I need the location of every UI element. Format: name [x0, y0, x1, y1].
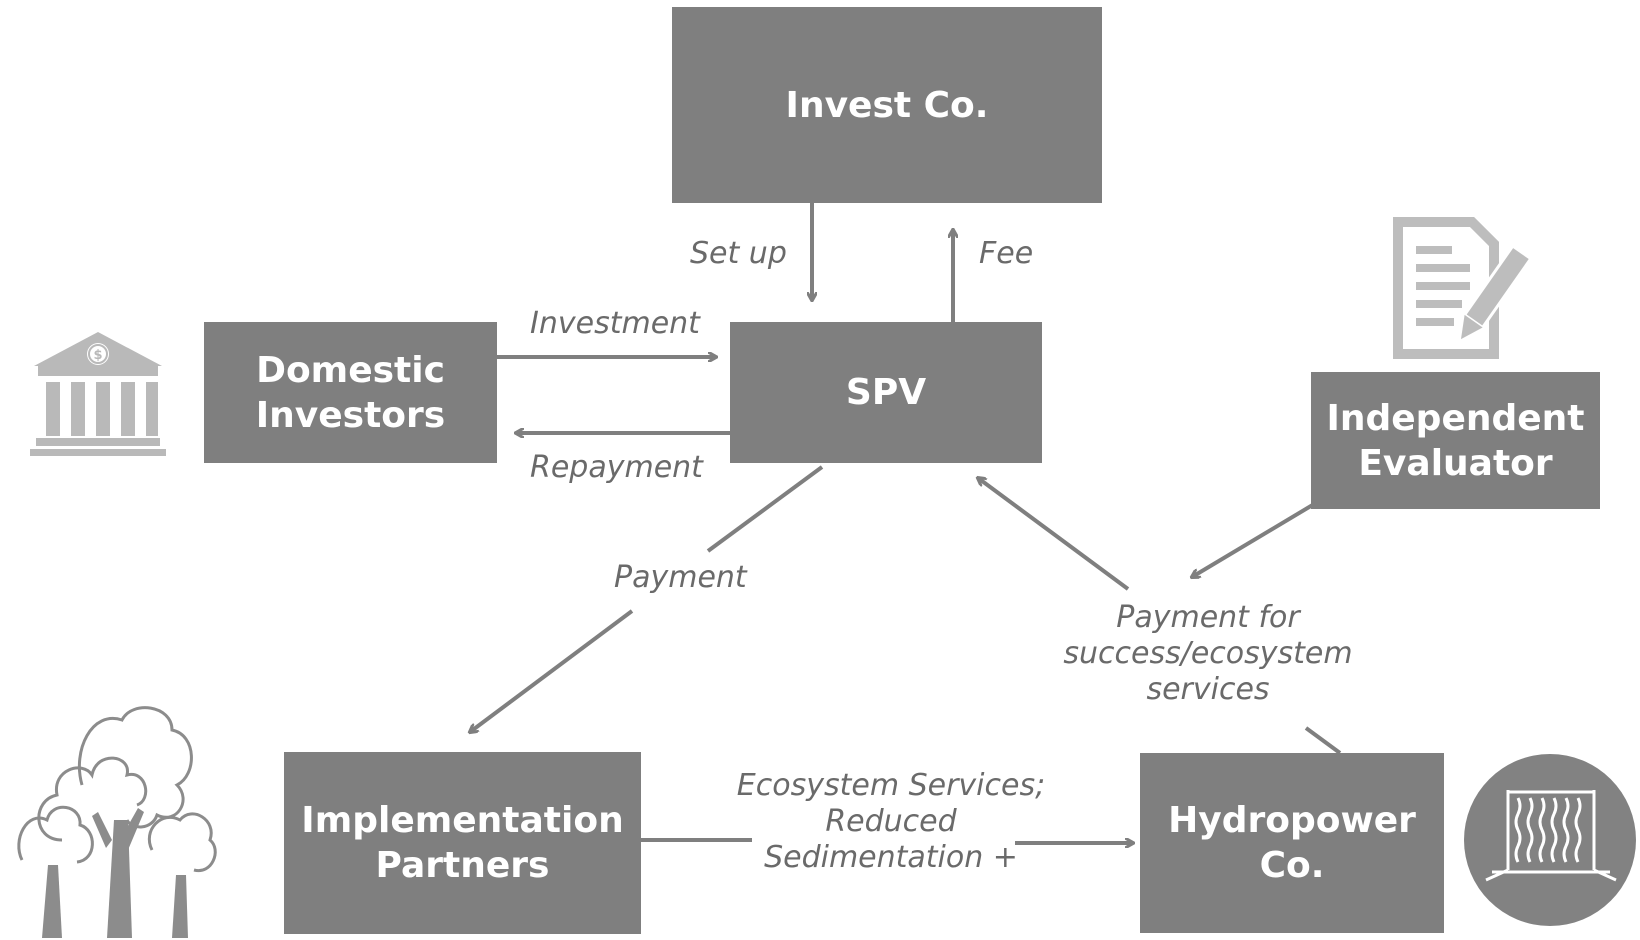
payment-for-success-line1: Payment for: [1116, 600, 1300, 635]
invest-co-box: Invest Co.: [672, 7, 1102, 203]
payment-for-success-line2: success/ecosystem: [1063, 636, 1353, 671]
hydropower-dam-icon: [1464, 754, 1636, 926]
payment-for-success-line3: services: [1146, 672, 1270, 707]
bank-icon: $: [30, 332, 166, 456]
investment-label: Investment: [530, 306, 700, 341]
document-pencil-icon: [1393, 217, 1530, 359]
arrow-payment-bottom: [470, 609, 634, 732]
set-up-label: Set up: [690, 236, 787, 271]
spv-label: SPV: [845, 372, 927, 413]
implementation-partners-label-line2: Partners: [375, 845, 550, 886]
arrow-hydro-stub: [1304, 726, 1342, 755]
ecosystem-services-line2: Reduced: [825, 804, 957, 839]
spv-box: SPV: [730, 322, 1042, 463]
domestic-investors-box: Domestic Investors: [204, 322, 497, 463]
fee-label: Fee: [979, 236, 1034, 271]
ecosystem-services-label: Ecosystem Services; Reduced Sedimentatio…: [726, 768, 1056, 876]
independent-evaluator-box: Independent Evaluator: [1311, 372, 1600, 509]
payment-label: Payment: [614, 560, 747, 595]
implementation-partners-label-line1: Implementation: [301, 800, 624, 841]
arrow-payment-top: [706, 465, 824, 553]
ecosystem-services-line3: Sedimentation +: [764, 840, 1018, 875]
independent-evaluator-label-line1: Independent: [1326, 397, 1585, 439]
ecosystem-services-line1: Ecosystem Services;: [736, 768, 1046, 803]
domestic-investors-label-line2: Investors: [255, 394, 446, 436]
payment-for-success-label: Payment for success/ecosystem services: [1058, 600, 1358, 708]
implementation-partners-box: Implementation Partners: [284, 752, 641, 934]
independent-evaluator-label-line2: Evaluator: [1358, 442, 1553, 484]
invest-co-label: Invest Co.: [785, 84, 989, 126]
svg-text:$: $: [93, 348, 102, 363]
repayment-label: Repayment: [530, 450, 703, 485]
hydropower-co-box: Hydropower Co.: [1140, 753, 1444, 933]
domestic-investors-label-line1: Domestic: [256, 349, 445, 391]
arrow-payment-success: [978, 478, 1130, 591]
hydropower-co-label-line2: Co.: [1259, 845, 1325, 886]
trees-icon: [17, 706, 217, 938]
hydropower-co-label-line1: Hydropower: [1168, 800, 1416, 841]
